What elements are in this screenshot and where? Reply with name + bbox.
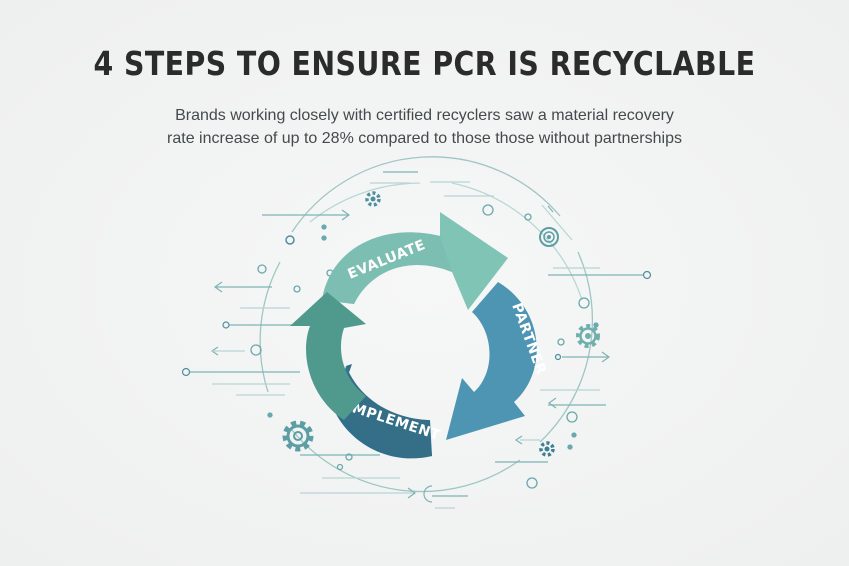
page-title: 4 STEPS TO ENSURE PCR IS RECYCLABLE [93,44,756,83]
circuit-lines-left [181,171,418,499]
step-fourth-arrow [290,292,366,420]
circuit-node-icon [285,235,295,245]
circuit-lines-right [423,181,652,509]
gear-icon [576,324,600,348]
gear-icon [282,420,314,452]
gear-icon [365,191,381,207]
subtitle-line-2: rate increase of up to 28% compared to t… [167,130,682,147]
decorative-dots [250,204,599,489]
subtitle-line-1: Brands working closely with certified re… [175,107,674,124]
step-evaluate-arrow: EVALUATE [322,212,508,310]
gear-icon [539,441,555,457]
recycle-icon [539,227,559,247]
subtitle: Brands working closely with certified re… [0,104,849,150]
step-partner-arrow: PARTNER [446,282,549,440]
step-implement-arrow: IMPLEMENT [334,364,442,459]
